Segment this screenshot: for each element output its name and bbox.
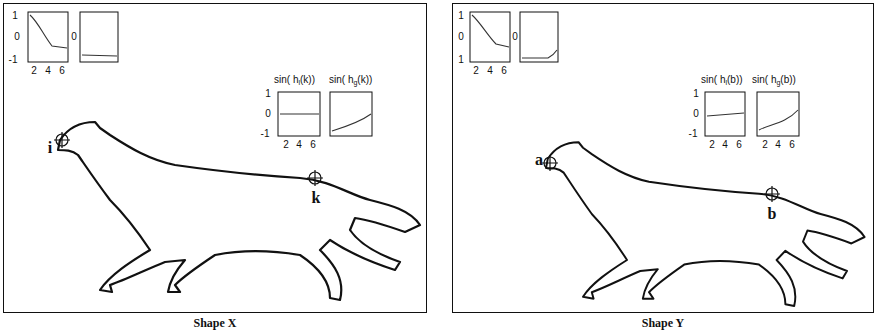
axis-tick: 2 [473, 66, 479, 76]
plot-frame [80, 12, 118, 62]
axis-tick: 1 [693, 89, 699, 99]
shape-panel: Shape X [3, 3, 427, 313]
axis-tick: 0 [71, 32, 77, 42]
axis-tick: 6 [789, 140, 795, 150]
axis-tick: 6 [310, 140, 316, 150]
horse-outline [58, 122, 420, 300]
point-label: a [535, 152, 543, 168]
axis-tick: 0 [693, 109, 699, 119]
plot-curve [82, 55, 117, 56]
horse-outline [546, 142, 865, 306]
axis-tick: 6 [501, 66, 507, 76]
axis-tick: 2 [762, 140, 768, 150]
point-label: b [768, 206, 777, 222]
point-marker [54, 132, 70, 148]
axis-tick: 2 [283, 140, 289, 150]
axis-tick: -1 [9, 55, 18, 65]
plot-title-part: sin( h [701, 74, 725, 85]
point-marker [307, 170, 323, 186]
plot-title-part: (b)) [727, 74, 743, 85]
point-marker [542, 155, 558, 171]
axis-tick: -1 [689, 129, 698, 139]
plot-frame [330, 92, 372, 136]
plot-frame [705, 92, 745, 136]
axis-tick: 4 [722, 140, 728, 150]
plot-title: sin( hg(k)) [329, 75, 372, 86]
plot-title-part: sin( h [329, 74, 353, 85]
plot-title-part: sin( h [752, 74, 776, 85]
axis-tick: 4 [45, 66, 51, 76]
axis-tick: 4 [775, 140, 781, 150]
plot-curve [332, 114, 371, 131]
plot-frame [28, 12, 68, 62]
plot-frame [278, 92, 320, 136]
plot-curve [472, 15, 509, 47]
axis-tick: 4 [487, 66, 493, 76]
axis-tick: 4 [296, 140, 302, 150]
shape-panel: Shape Y [452, 3, 874, 313]
subscript: g [776, 79, 780, 86]
plot-title: sin( hl(k)) [274, 75, 315, 86]
axis-tick: 1 [458, 55, 464, 65]
axis-tick: 2 [31, 66, 37, 76]
panel-caption: Shape X [4, 316, 426, 331]
axis-tick: 6 [59, 66, 65, 76]
plot-title: sin( hg(b)) [752, 75, 796, 86]
plot-curve [707, 113, 744, 116]
subscript: l [298, 79, 300, 86]
plot-frame [520, 12, 558, 62]
plot-curve [30, 15, 67, 48]
axis-tick: 1 [265, 89, 271, 99]
plot-curve [522, 50, 557, 58]
plot-title-part: sin( h [274, 74, 298, 85]
plot-curve [280, 113, 319, 114]
plot-frame [470, 12, 510, 62]
axis-tick: 1 [12, 11, 18, 21]
subscript: l [725, 79, 727, 86]
subscript: g [353, 79, 357, 86]
axis-tick: 0 [14, 32, 20, 42]
axis-tick: 0 [458, 32, 464, 42]
plot-title-part: (k)) [357, 74, 372, 85]
point-label: i [48, 140, 52, 156]
plot-frame [757, 92, 799, 136]
plot-title-part: (k)) [300, 74, 315, 85]
axis-tick: -1 [261, 129, 270, 139]
panel-caption: Shape Y [453, 316, 873, 331]
axis-tick: 1 [458, 11, 464, 21]
plot-curve [759, 110, 798, 130]
axis-tick: 2 [709, 140, 715, 150]
plot-title: sin( hl(b)) [701, 75, 743, 86]
point-label: k [312, 190, 321, 206]
axis-tick: 6 [736, 140, 742, 150]
point-marker [764, 186, 780, 202]
axis-tick: 0 [512, 32, 518, 42]
plot-title-part: (b)) [780, 74, 796, 85]
axis-tick: 0 [265, 109, 271, 119]
